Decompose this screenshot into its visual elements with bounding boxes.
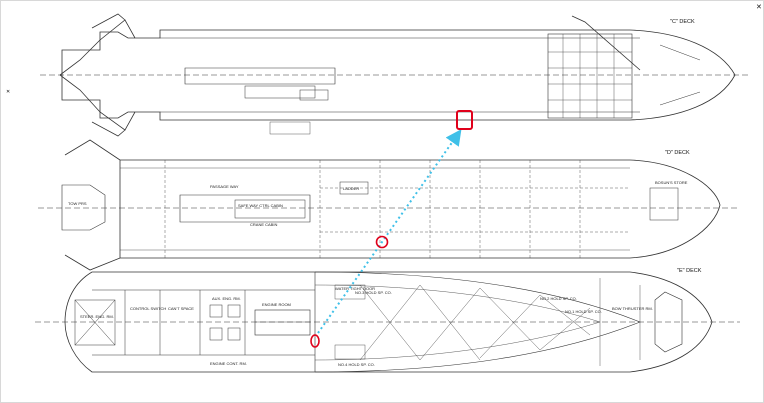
marker-target-box[interactable] [456,110,473,130]
e-deck [35,271,740,373]
e-note-control-switch: CONTROL SWITCH [130,306,166,311]
e-note-wt-door: WATER TIGHT DOOR [335,286,375,291]
e-note-hold-3: NO.3 HOLD SP. CO. [355,290,392,295]
d-note-ctrl-cabin: SAFE WAY CTRL CABIN [238,203,283,208]
e-note-aux-eng: AUX. ENG. RM. [212,296,241,301]
d-note-crane-cabin: CRANE CABIN [250,222,277,227]
e-note-engine-room: ENGINE ROOM [262,302,291,307]
d-note-bosuns-store: BOSUN'S STORE [655,180,688,185]
annotation-arrow [317,129,462,334]
svg-text:✕: ✕ [756,4,762,11]
d-deck [38,139,740,271]
d-deck-title: "D" DECK [665,150,690,156]
e-note-hold-2: NO.2 HOLD SP. CO. [540,296,577,301]
e-note-hold-4: NO.4 HOLD SP. CO. [338,362,375,367]
close-icon[interactable]: ✕ [756,4,762,11]
svg-text:✕: ✕ [6,89,10,95]
d-note-passage: PASSAGE WAY [210,184,239,189]
d-note-tow-prs: TOW PRS [68,201,87,206]
e-note-cant-space: CAN'T SPACE [168,306,194,311]
marker-circle-mid[interactable] [375,235,389,249]
e-deck-title: "E" DECK [677,268,702,274]
c-deck-title: "C" DECK [670,19,695,25]
e-note-hold-1: NO.1 HOLD SP. CO. [565,309,602,314]
c-deck [40,13,750,137]
d-note-ladder: LADDER [343,186,359,191]
e-note-bow-thruster: BOW THRUSTER RM. [612,306,653,311]
e-note-engine-cont: ENGINE CONT. RM. [210,361,247,366]
marker-circle-start[interactable] [310,334,320,348]
e-note-steer: STEER. ENG. RM. [80,314,114,319]
